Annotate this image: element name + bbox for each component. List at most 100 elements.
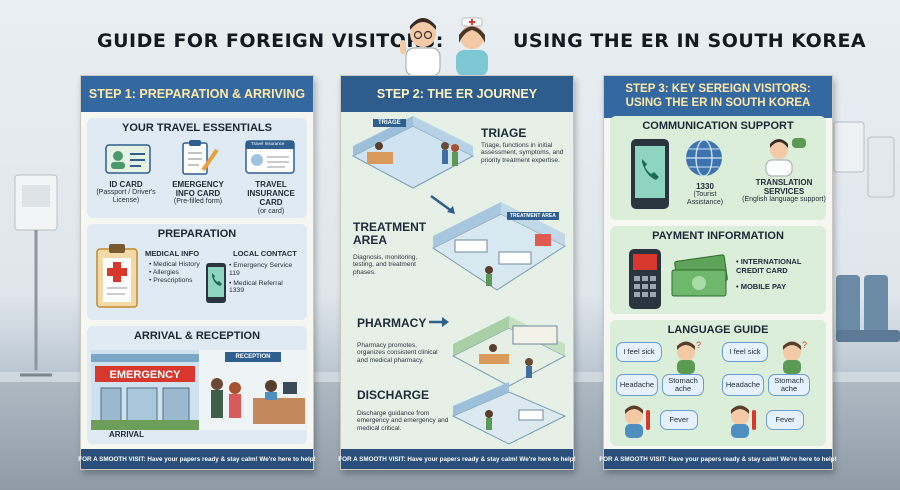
treatment-sign: TREATMENT AREA xyxy=(507,212,559,220)
payment-item: • INTERNATIONAL CREDIT CARD xyxy=(736,257,802,275)
emergency-card-note: (Pre-filled form) xyxy=(173,198,223,206)
communication-title: COMMUNICATION SUPPORT xyxy=(642,120,794,132)
preparation-section: PREPARATION MEDICAL INFO • Medical Histo… xyxy=(87,224,307,320)
reception-desk-icon xyxy=(199,350,307,430)
patient-icon: ? xyxy=(783,340,807,374)
nurse-icon xyxy=(456,17,488,76)
treatment-room-icon xyxy=(431,202,567,291)
doctor-nurse-illustration xyxy=(400,17,488,77)
iv-stand-icon xyxy=(14,174,58,377)
arrival-label: ARRIVAL xyxy=(109,430,144,439)
panel2-footer: FOR A SMOOTH VISIT: Have your papers rea… xyxy=(338,449,576,469)
insurance-caption: TRAVEL INSURANCE CARD (or card) xyxy=(235,180,307,216)
contact-item: • Emergency Service 119 xyxy=(229,262,293,277)
doctor-icon xyxy=(400,18,441,77)
payment-title: PAYMENT INFORMATION xyxy=(652,230,784,242)
waiting-chairs-icon xyxy=(836,275,900,342)
emergency-card-caption: EMERGENCY INFO CARD (Pre-filled form) xyxy=(165,180,231,206)
globe-icon xyxy=(686,139,722,177)
discharge-desc: Discharge guidance from emergency and em… xyxy=(357,410,449,432)
clipboard-pen-icon xyxy=(182,140,219,175)
medical-clipboard-icon xyxy=(96,244,138,308)
insurance-card-icon xyxy=(245,140,295,174)
discharge-title: DISCHARGE xyxy=(357,388,430,402)
patient-icon xyxy=(731,405,756,438)
phrase-chip: Headache xyxy=(616,374,658,396)
contact-item: • Medical Referral 1339 xyxy=(229,279,283,295)
svg-text:?: ? xyxy=(696,340,701,350)
essentials-section: YOUR TRAVEL ESSENTIALS ID CARD (Passport… xyxy=(87,118,307,218)
id-card-icon xyxy=(105,144,151,174)
hotline-note: (Tourist Assistance) xyxy=(686,191,724,207)
phrase-chip: I feel sick xyxy=(616,342,662,362)
treatment-title: TREATMENT AREA xyxy=(353,220,427,248)
essentials-title: YOUR TRAVEL ESSENTIALS xyxy=(122,122,272,134)
language-section: LANGUAGE GUIDE I feel sick ? Headache St… xyxy=(610,320,826,446)
phrase-chip: I feel sick xyxy=(722,342,768,362)
smartphone-icon xyxy=(206,263,226,303)
arrow-icon xyxy=(430,194,455,214)
hotline-number: 1330 xyxy=(696,182,714,191)
phrase-chip: Headache xyxy=(722,374,764,396)
emergency-sign: EMERGENCY xyxy=(109,369,181,381)
id-card-caption: ID CARD (Passport / Driver's License) xyxy=(93,180,159,205)
phrase-chip: Fever xyxy=(660,410,698,430)
patient-icon: ? xyxy=(677,340,701,374)
translation-caption: TRANSLATION SERVICES (English language s… xyxy=(738,178,830,204)
panel2-header: STEP 2: THE ER JOURNEY xyxy=(341,76,573,112)
hotline-caption: 1330 (Tourist Assistance) xyxy=(678,182,732,207)
triage-sign: TRIAGE xyxy=(373,119,406,127)
panel1-header: STEP 1: PREPARATION & ARRIVING xyxy=(81,76,313,112)
triage-title: TRIAGE xyxy=(481,126,527,140)
patient-icon xyxy=(625,405,650,438)
discharge-room-icon xyxy=(451,382,567,445)
medical-info-title: MEDICAL INFO xyxy=(145,249,200,258)
payment-section: PAYMENT INFORMATION • INTERNATIONAL CRED… xyxy=(610,226,826,314)
doctor-icon xyxy=(765,138,806,177)
arrival-title: ARRIVAL & RECEPTION xyxy=(133,330,261,342)
panel-step3: STEP 3: KEY SEREIGN VISITORS: USING THE … xyxy=(599,75,837,470)
reception-sign: RECEPTION xyxy=(235,354,271,360)
phrase-chip: Stomach ache xyxy=(768,374,810,396)
panel3-footer: FOR A SMOOTH VISIT: Have your papers rea… xyxy=(599,449,837,469)
arrow-icon xyxy=(429,317,449,327)
pharmacy-room-icon xyxy=(451,316,567,387)
pharmacy-title: PHARMACY xyxy=(357,316,427,330)
medical-item: • Prescriptions xyxy=(149,276,193,284)
phrase-chip: Stomach ache xyxy=(662,374,704,396)
insurance-card-text: Travel Insurance xyxy=(251,141,285,146)
language-title: LANGUAGE GUIDE xyxy=(667,324,769,336)
triage-room-icon xyxy=(351,116,475,189)
panel-step1: STEP 1: PREPARATION & ARRIVING YOUR TRAV… xyxy=(78,75,316,470)
id-card-note: (Passport / Driver's License) xyxy=(96,189,156,205)
hospital-entrance-icon xyxy=(91,350,199,430)
insurance-note: (or card) xyxy=(257,207,285,215)
insurance-label: TRAVEL INSURANCE CARD xyxy=(247,180,295,208)
payment-item: • MOBILE PAY xyxy=(736,282,787,292)
id-card-label: ID CARD xyxy=(109,180,143,189)
translation-label: TRANSLATION SERVICES xyxy=(755,178,813,197)
medical-info-list: • Medical History • Allergies • Prescrip… xyxy=(149,261,200,284)
medical-item: • Allergies xyxy=(149,268,179,276)
card-terminal-icon xyxy=(629,249,661,309)
emergency-card-label: EMERGENCY INFO CARD xyxy=(172,180,224,199)
panel-step2: STEP 2: THE ER JOURNEY TRIAGE TRIAGE Tri… xyxy=(338,75,576,470)
monitor-icon xyxy=(833,121,895,198)
local-contact-title: LOCAL CONTACT xyxy=(233,249,297,258)
cash-icon xyxy=(671,254,728,297)
svg-text:?: ? xyxy=(802,340,807,350)
preparation-title: PREPARATION xyxy=(157,228,237,240)
phrase-chip: Fever xyxy=(766,410,804,430)
triage-desc: Triage, functions in initial assessment,… xyxy=(481,142,564,164)
title-right: USING THE ER IN SOUTH KOREA xyxy=(513,30,867,52)
thermometer-icon xyxy=(646,410,650,430)
panel1-footer: FOR A SMOOTH VISIT: Have your papers rea… xyxy=(78,449,316,469)
local-contact-list: • Emergency Service 119 • Medical Referr… xyxy=(229,262,299,295)
communication-section: COMMUNICATION SUPPORT 1330 (Tourist Assi… xyxy=(610,116,826,220)
translation-note: (English language support) xyxy=(742,196,826,204)
pharmacy-desc: Pharmacy promotes, organizes consistent … xyxy=(357,342,438,364)
thermometer-icon xyxy=(752,410,756,430)
payment-list: • INTERNATIONAL CREDIT CARD • MOBILE PAY xyxy=(736,257,828,292)
panel3-header: STEP 3: KEY SEREIGN VISITORS: USING THE … xyxy=(604,76,832,118)
phone-icon xyxy=(631,139,669,209)
